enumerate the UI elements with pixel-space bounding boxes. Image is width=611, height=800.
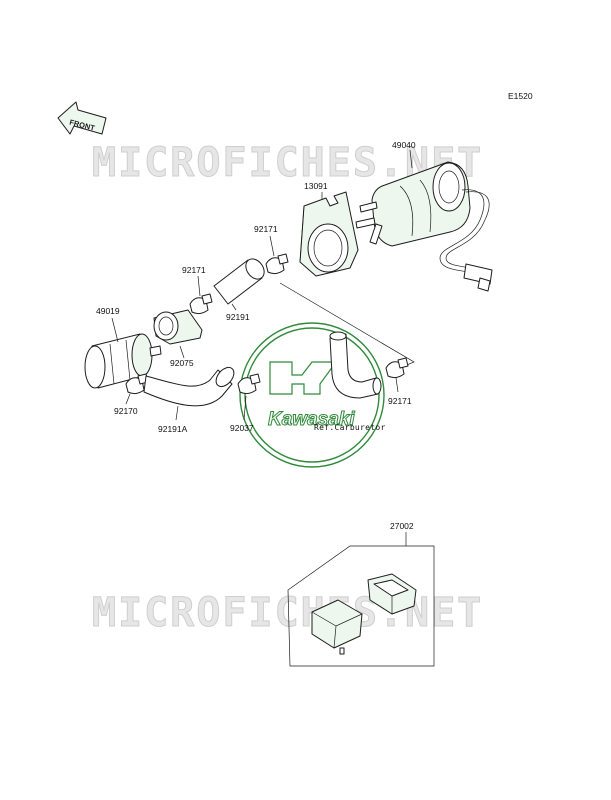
front-arrow-icon: FRONT [57,101,107,135]
leader-92191 [231,303,237,311]
label-92171-upper: 92171 [254,224,278,234]
hose-clamp-92171-upper [265,253,289,275]
leader-49040 [409,149,413,169]
label-92191A: 92191A [158,424,188,434]
leader-92171-right [395,377,399,393]
label-92037: 92037 [230,423,254,433]
label-92075: 92075 [170,358,194,368]
fuel-pump-49040 [355,161,493,292]
label-49019: 49019 [96,306,120,316]
label-13091: 13091 [304,181,328,191]
label-92191: 92191 [226,312,250,322]
label-27002: 27002 [390,521,414,531]
label-92171-left: 92171 [182,265,206,275]
fuel-filter-49019 [84,333,162,389]
relay-group-frame [287,545,435,667]
fuel-hose-92191 [213,258,265,305]
hose-clamp-92037 [237,373,261,395]
hose-clamp-92171-right [385,357,409,379]
kawasaki-logo-text: Kawasaki [268,409,355,430]
watermark-bottom: MICROFICHES.NET [92,590,483,636]
hose-clamp-92171-left [189,293,213,315]
diagram-code: E1520 [508,91,533,101]
fuel-hose-92191A [143,366,235,407]
label-49040: 49040 [392,140,416,150]
carburetor-elbow-hose [329,331,382,399]
label-92171-right: 92171 [388,396,412,406]
pump-bracket-13091 [299,191,359,277]
leader-49019 [111,317,119,343]
label-92170: 92170 [114,406,138,416]
filter-cushion-92075 [153,309,203,345]
leader-92171-left [197,275,201,297]
kawasaki-logo: Kawasaki [239,322,385,468]
watermark-top: MICROFICHES.NET [92,140,483,186]
leader-92170 [125,393,131,405]
leader-92191A [175,405,179,421]
leader-92075 [179,345,185,359]
leader-92037 [243,395,247,421]
leader-92171-upper [269,235,275,257]
relay-module-27002 [311,573,417,655]
ref-carburetor-label: Ref.Carburetor [314,423,386,432]
